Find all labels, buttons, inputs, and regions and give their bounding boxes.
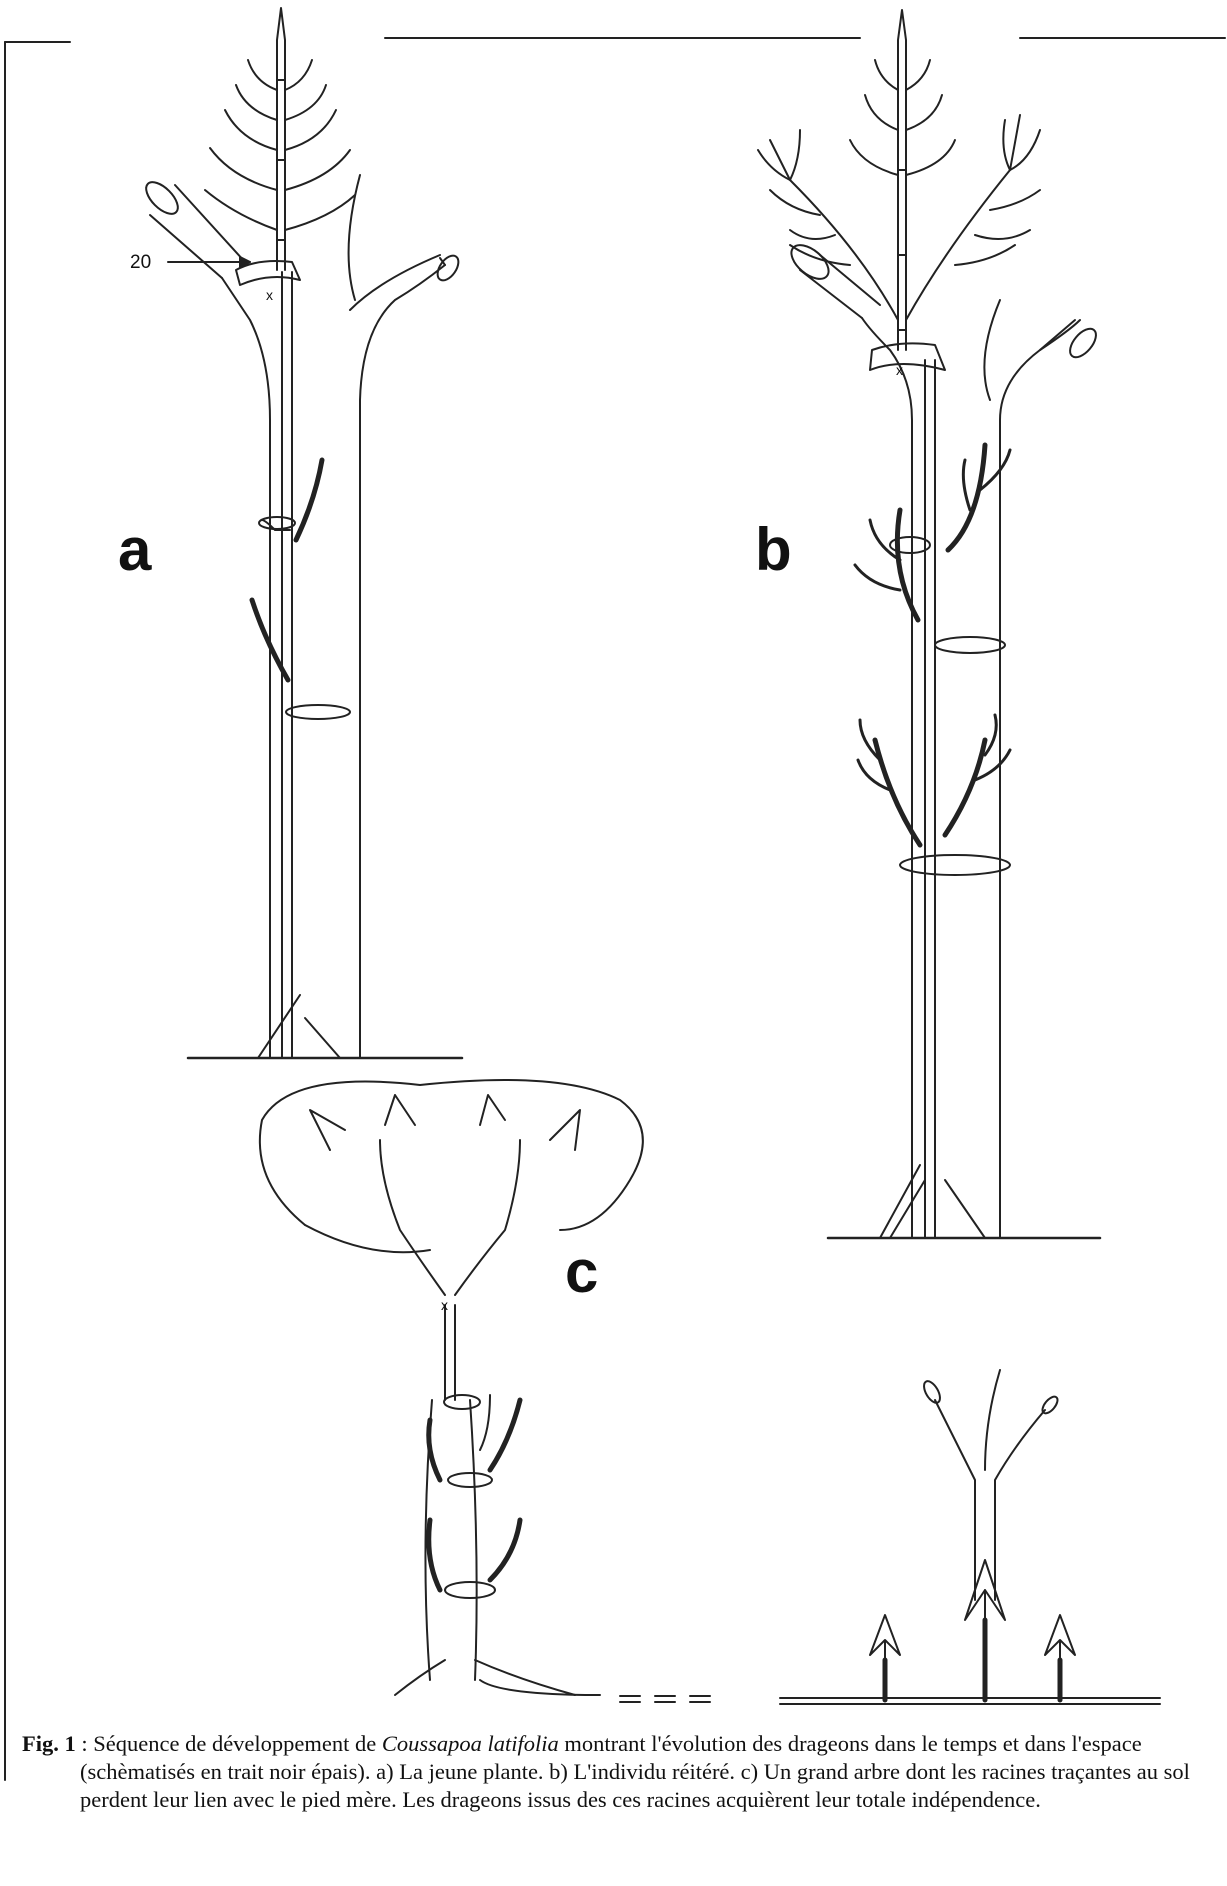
annotation-label-20: 20 (130, 252, 151, 273)
caption-species: Coussapoa latifolia (382, 1731, 559, 1756)
growth-point-marker-b: x (896, 362, 903, 378)
panel-a-drawing (141, 8, 463, 1058)
caption-text-before: : Séquence de développement de (76, 1731, 382, 1756)
frame-lines (5, 38, 1225, 1780)
panel-c-drawing (260, 1080, 1160, 1704)
growth-point-marker-a: x (266, 287, 273, 303)
panel-letter-c: c (565, 1238, 598, 1305)
growth-point-marker-c: x (441, 1297, 448, 1313)
caption-label: Fig. 1 (22, 1731, 76, 1756)
panel-letter-a: a (118, 516, 152, 583)
panel-b-drawing (758, 10, 1101, 1238)
figure-caption: Fig. 1 : Séquence de développement de Co… (22, 1730, 1222, 1814)
panel-letter-b: b (755, 516, 792, 583)
